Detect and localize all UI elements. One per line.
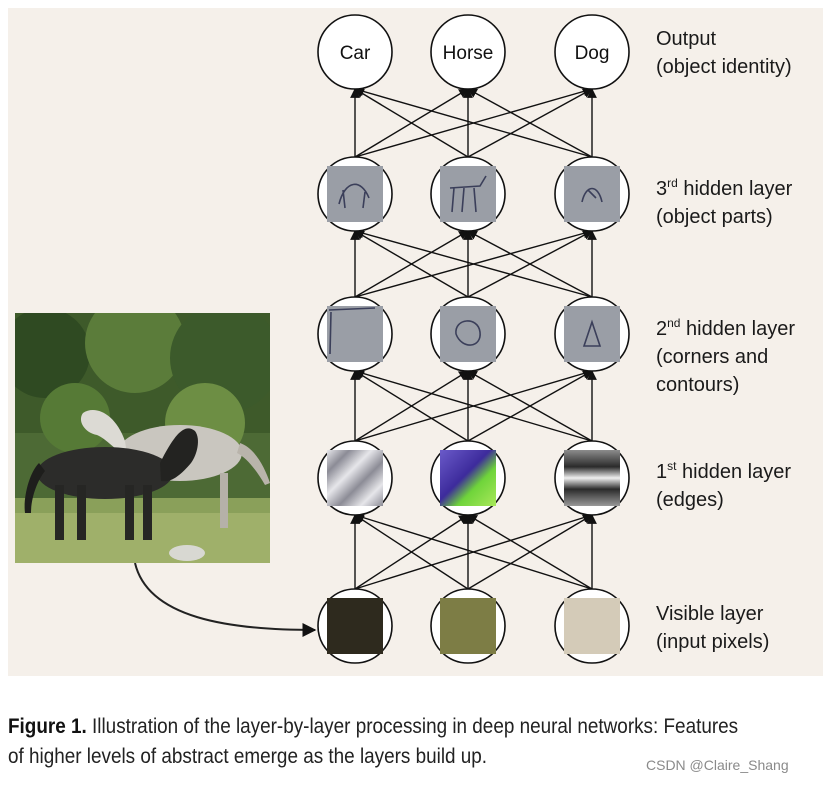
node-visible-3 bbox=[554, 588, 630, 664]
feature-pattern bbox=[582, 319, 602, 347]
input-arrow bbox=[134, 562, 317, 637]
node-visible-1 bbox=[317, 588, 393, 664]
feature-patch bbox=[440, 450, 496, 506]
connection-line bbox=[354, 512, 593, 590]
feature-patch bbox=[327, 166, 383, 222]
feature-patch bbox=[440, 306, 496, 362]
connection-line bbox=[354, 88, 469, 158]
connection-line bbox=[354, 86, 593, 158]
node-circle bbox=[317, 14, 393, 90]
node-hidden-1-2 bbox=[430, 440, 506, 516]
feature-pattern bbox=[328, 307, 376, 355]
feature-pattern bbox=[455, 320, 481, 346]
label-hidden-3: 3rd hidden layer (object parts) bbox=[656, 176, 793, 228]
figure-panel: Car Horse Dog Output (object identity) 3rd… bbox=[8, 8, 823, 676]
node-hidden-1-1 bbox=[317, 440, 393, 516]
label-hidden-1: 1st hidden layer (edges) bbox=[656, 459, 791, 511]
node-hidden-3-3 bbox=[554, 156, 630, 232]
connection-line bbox=[467, 230, 593, 298]
node-output-2: Horse bbox=[430, 14, 506, 90]
label-hidden-2: 2nd hidden layer (corners and contours) bbox=[656, 316, 796, 396]
feature-patch bbox=[440, 598, 496, 654]
node-label: Dog bbox=[575, 43, 610, 64]
feature-pattern bbox=[449, 175, 487, 213]
node-label: Car bbox=[340, 43, 371, 64]
node-hidden-2-1 bbox=[317, 296, 393, 372]
connection-line bbox=[354, 368, 593, 442]
feature-patch bbox=[564, 306, 620, 362]
node-hidden-3-2 bbox=[430, 156, 506, 232]
connections bbox=[350, 86, 597, 590]
figure-caption: Figure 1. Illustration of the layer-by-l… bbox=[8, 715, 739, 768]
node-output-1: Car bbox=[317, 14, 393, 90]
horse-photo bbox=[15, 313, 270, 563]
connection-line bbox=[467, 514, 593, 590]
feature-pattern bbox=[581, 187, 603, 203]
nodes: Car Horse Dog bbox=[317, 14, 630, 664]
feature-patch bbox=[327, 598, 383, 654]
connection-line bbox=[354, 228, 593, 298]
feature-patch bbox=[564, 598, 620, 654]
feature-pattern bbox=[338, 183, 370, 209]
feature-patch bbox=[564, 450, 620, 506]
connection-line bbox=[354, 370, 469, 442]
connection-line bbox=[354, 514, 469, 590]
feature-patch bbox=[327, 450, 383, 506]
node-visible-2 bbox=[430, 588, 506, 664]
node-hidden-2-3 bbox=[554, 296, 630, 372]
node-hidden-3-1 bbox=[317, 156, 393, 232]
label-visible: Visible layer (input pixels) bbox=[656, 603, 770, 653]
node-circle bbox=[554, 14, 630, 90]
connection-line bbox=[467, 88, 593, 158]
connection-line bbox=[354, 230, 469, 298]
feature-patch bbox=[327, 306, 383, 362]
watermark: CSDN @Claire_Shang bbox=[646, 757, 789, 773]
label-output: Output (object identity) bbox=[656, 28, 792, 78]
node-circle bbox=[430, 14, 506, 90]
connection-line bbox=[467, 370, 593, 442]
node-output-3: Dog bbox=[554, 14, 630, 90]
feature-patch bbox=[440, 166, 496, 222]
network-diagram: Car Horse Dog bbox=[134, 14, 630, 664]
node-hidden-1-3 bbox=[554, 440, 630, 516]
node-label: Horse bbox=[443, 43, 494, 64]
node-hidden-2-2 bbox=[430, 296, 506, 372]
